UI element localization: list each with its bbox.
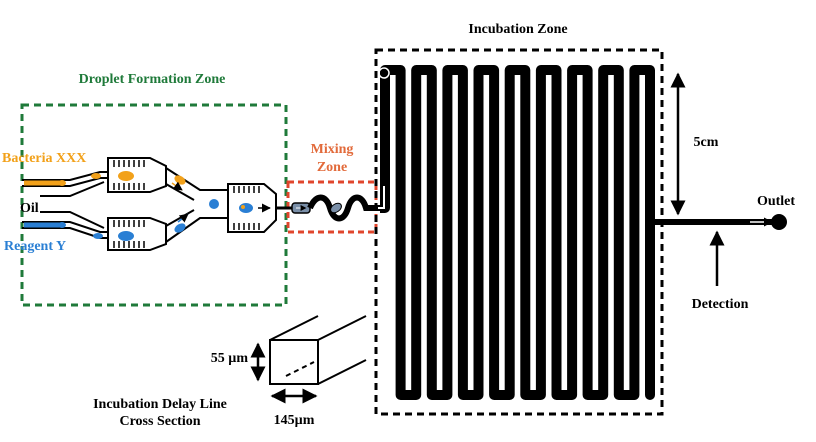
lower-droplet-chamber (58, 217, 167, 251)
droplet-formation-zone-title: Droplet Formation Zone (79, 72, 226, 87)
incubation-zone-title: Incubation Zone (468, 22, 567, 37)
reagent-input-label: Reagent Y (4, 239, 66, 254)
length-label: 5cm (694, 135, 719, 150)
detection-label: Detection (692, 297, 749, 312)
incubation-serpentine (378, 65, 655, 400)
orange-flow-arrow (171, 181, 183, 191)
merger-chamber (227, 183, 277, 233)
cross-section-prism (269, 315, 367, 385)
blue-flow-arrow (177, 213, 189, 223)
mixing-zone-title-line2: Zone (317, 160, 347, 175)
reagent-droplet-merging (174, 223, 186, 233)
cross-section-width-label: 145µm (274, 413, 315, 428)
incubation-zone-box (374, 48, 664, 416)
mixing-serpentine (291, 194, 380, 222)
cross-section-height-label: 55 µm (211, 351, 249, 366)
cross-section-caption-line2: Cross Section (119, 414, 200, 429)
upper-droplet-chamber (58, 157, 167, 193)
outlet-channel (649, 212, 778, 225)
mixing-zone-title-line1: Mixing (311, 142, 354, 157)
bacteria-input-label: Bacteria XXX (2, 151, 86, 166)
cross-section-caption-line1: Incubation Delay Line (93, 397, 227, 412)
inlet-channels (22, 171, 108, 239)
droplet-formation-zone-box (20, 103, 288, 307)
outlet-label: Outlet (757, 194, 795, 209)
outlet-port (771, 214, 787, 230)
oil-input-label: Oil (20, 201, 39, 216)
merged-droplet (209, 199, 219, 209)
